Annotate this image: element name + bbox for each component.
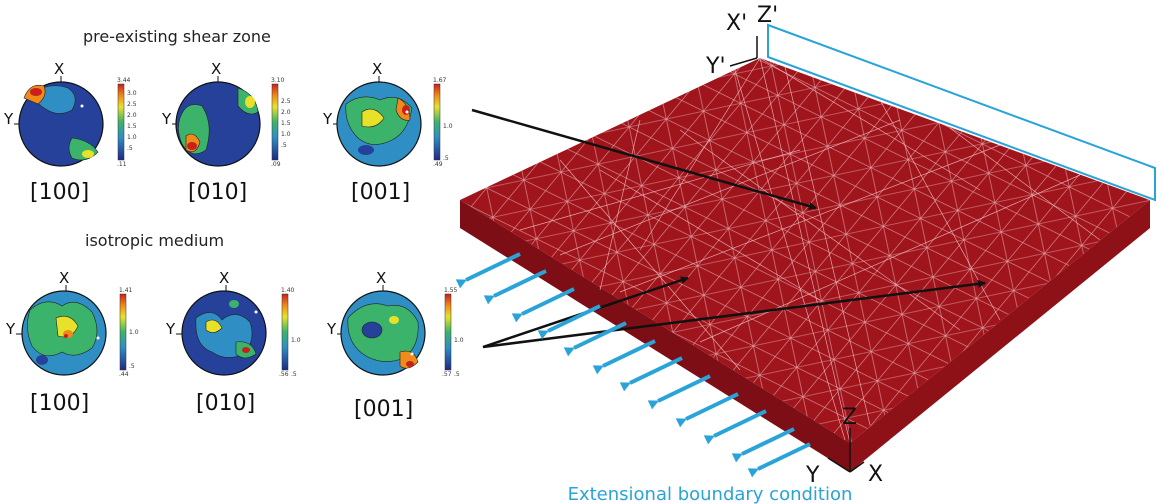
pole-figure-pre-100: X Y 3.44 3.0 2.5 2.0 1.5 1.0 .5 .11 [100… xyxy=(3,60,137,205)
cbar-tick: .5 xyxy=(443,155,449,162)
pole-x-label: X xyxy=(59,269,69,287)
extension-arrow xyxy=(619,356,683,392)
cbar-tick: .5 xyxy=(454,371,460,378)
cbar-tick: 1.5 xyxy=(281,120,291,127)
cbar-tick: .49 xyxy=(433,161,443,168)
cbar-tick: .56 xyxy=(279,371,289,378)
cbar-tick: .5 xyxy=(127,145,133,152)
extension-arrow xyxy=(537,304,601,340)
pole-y-label: Y xyxy=(161,110,172,128)
pole-x-label: X xyxy=(211,60,221,78)
cbar-tick: .09 xyxy=(271,161,281,168)
cbar-tick: 2.0 xyxy=(127,112,137,119)
pole-figure-pre-001: X Y 1.67 1.0 .5 .49 [001] xyxy=(322,60,453,205)
top-axis-triad: X' Z' Y' xyxy=(705,3,778,79)
miller-index: [100] xyxy=(30,180,89,205)
pole-figure-iso-100: X Y 1.41 1.0 .5 .44 [100] xyxy=(5,269,139,416)
cbar-tick: 1.41 xyxy=(119,287,133,294)
top-axis-y: Y' xyxy=(705,54,726,79)
cbar-tick: 2.0 xyxy=(281,109,291,116)
extension-arrow xyxy=(563,321,627,357)
extension-arrow xyxy=(731,427,795,463)
cbar-tick: 1.0 xyxy=(129,329,139,336)
bottom-axis-triad: Z Y X xyxy=(805,405,883,488)
pole-y-label: Y xyxy=(322,110,333,128)
cbar-tick: 3.10 xyxy=(271,77,285,84)
bottom-axis-x: X xyxy=(868,462,883,487)
miller-index: [010] xyxy=(196,391,255,416)
cbar-tick: 1.0 xyxy=(127,134,137,141)
extension-arrow xyxy=(592,339,656,375)
top-axis-z: Z' xyxy=(757,3,778,28)
cbar-tick: 3.44 xyxy=(117,77,131,84)
extension-arrow xyxy=(703,409,767,445)
pole-y-label: Y xyxy=(5,320,16,338)
extension-arrow xyxy=(511,287,575,323)
extension-arrow xyxy=(455,252,521,289)
caption: Extensional boundary condition xyxy=(568,484,853,504)
cbar-tick: 2.5 xyxy=(127,101,137,108)
cbar-tick: 1.40 xyxy=(281,287,295,294)
top-axis-x: X' xyxy=(726,11,747,36)
extension-arrow xyxy=(647,374,711,410)
arrow-to-isotropic-right xyxy=(482,279,986,349)
pole-figure-iso-010: X Y 1.40 1.0 .5 .56 [010] xyxy=(165,269,301,416)
cbar-tick: 1.55 xyxy=(444,287,458,294)
extension-arrow xyxy=(747,442,811,478)
pole-y-label: Y xyxy=(165,320,176,338)
bottom-axis-y: Y xyxy=(805,463,820,488)
cbar-tick: 1.0 xyxy=(443,123,453,130)
title-pre-existing: pre-existing shear zone xyxy=(83,27,271,46)
miller-index: [001] xyxy=(351,180,410,205)
cbar-tick: 1.0 xyxy=(454,337,464,344)
pole-x-label: X xyxy=(372,60,382,78)
miller-index: [001] xyxy=(354,397,413,422)
title-isotropic: isotropic medium xyxy=(85,231,224,250)
cbar-tick: .57 xyxy=(442,371,452,378)
cbar-tick: .5 xyxy=(291,371,297,378)
pole-figure-pre-010: X Y 3.10 2.5 2.0 1.5 1.0 .5 .09 [010] xyxy=(161,60,291,205)
cbar-tick: 3.0 xyxy=(127,90,137,97)
block-right-face xyxy=(850,200,1150,472)
block-model xyxy=(460,23,1156,472)
pole-x-label: X xyxy=(54,60,64,78)
block-front-face xyxy=(460,200,850,472)
pole-y-label: Y xyxy=(326,320,337,338)
pole-figure-iso-001: X Y 1.55 1.0 .5 .57 [001] xyxy=(326,269,464,422)
miller-index: [100] xyxy=(30,391,89,416)
extension-arrow xyxy=(483,269,547,305)
extension-arrows xyxy=(455,252,811,478)
arrow-to-shear-zone xyxy=(471,108,817,210)
cbar-tick: .5 xyxy=(129,363,135,370)
pole-y-label: Y xyxy=(3,110,14,128)
cbar-tick: .11 xyxy=(117,161,127,168)
pole-x-label: X xyxy=(219,269,229,287)
miller-index: [010] xyxy=(188,180,247,205)
cbar-tick: .44 xyxy=(119,371,129,378)
cbar-tick: 2.5 xyxy=(281,98,291,105)
extension-arrow xyxy=(675,392,739,428)
cbar-tick: .5 xyxy=(281,142,287,149)
bottom-axis-z: Z xyxy=(842,405,857,430)
cbar-tick: 1.67 xyxy=(433,77,447,84)
cbar-tick: 1.5 xyxy=(127,123,137,130)
cbar-tick: 1.0 xyxy=(291,337,301,344)
cbar-tick: 1.0 xyxy=(281,131,291,138)
pole-x-label: X xyxy=(376,269,386,287)
